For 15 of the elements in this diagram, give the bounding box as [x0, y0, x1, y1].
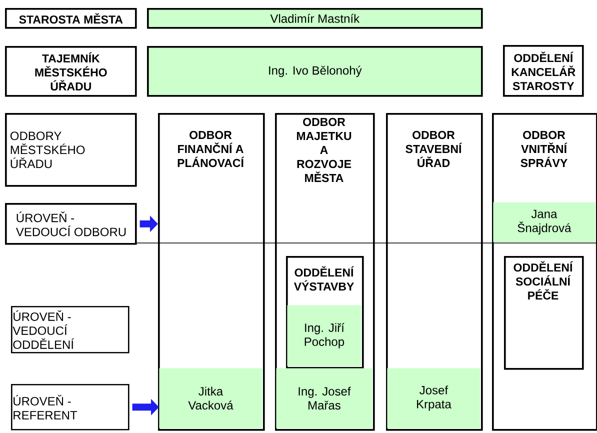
name-band: Ing. Jiří Pochop	[287, 305, 362, 366]
name-band: Josef Krpata	[387, 368, 480, 428]
section-box: ODDĚLENÍ SOCIÁLNÍ PÉČE	[504, 256, 584, 370]
level-box: ODBORY MĚSTSKÉHO ÚŘADU	[5, 113, 137, 187]
level-box: ÚROVEŇ - VEDOUCÍ ODDĚLENÍ	[11, 306, 130, 354]
name-bar: Vladimír Mastník	[147, 8, 483, 29]
name-bar: Ing. Ivo Bělonohý	[147, 46, 483, 97]
name-band: Jana Šnajdrová	[493, 202, 596, 242]
name-band: Ing. Josef Mařas	[276, 368, 372, 428]
level-box: ÚROVEŇ - VEDOUCÍ ODBORU	[5, 203, 137, 245]
role-box: TAJEMNÍK MĚSTSKÉHO ÚŘADU	[5, 46, 137, 97]
level-box: ÚROVEŇ - REFERENT	[11, 384, 130, 430]
name-band: Jitka Vacková	[159, 368, 262, 428]
role-box: STAROSTA MĚSTA	[5, 8, 137, 29]
department-box: ODDĚLENÍ KANCELÁŘ STAROSTY	[503, 45, 584, 97]
